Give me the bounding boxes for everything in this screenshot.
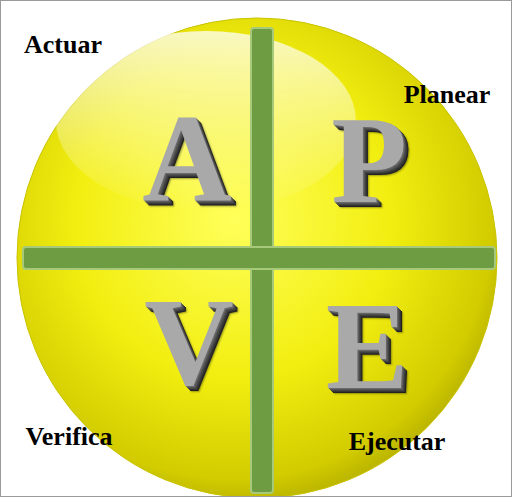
- phase-label: Ejecutar: [349, 429, 446, 455]
- phase-letter: V: [144, 281, 234, 405]
- phase-label: Verifica: [25, 424, 112, 450]
- phase-label: Actuar: [24, 32, 102, 58]
- phase-letter: E: [326, 285, 409, 409]
- phase-label: Planear: [404, 82, 491, 108]
- phase-letter: P: [331, 99, 407, 223]
- phase-letter: A: [142, 97, 232, 221]
